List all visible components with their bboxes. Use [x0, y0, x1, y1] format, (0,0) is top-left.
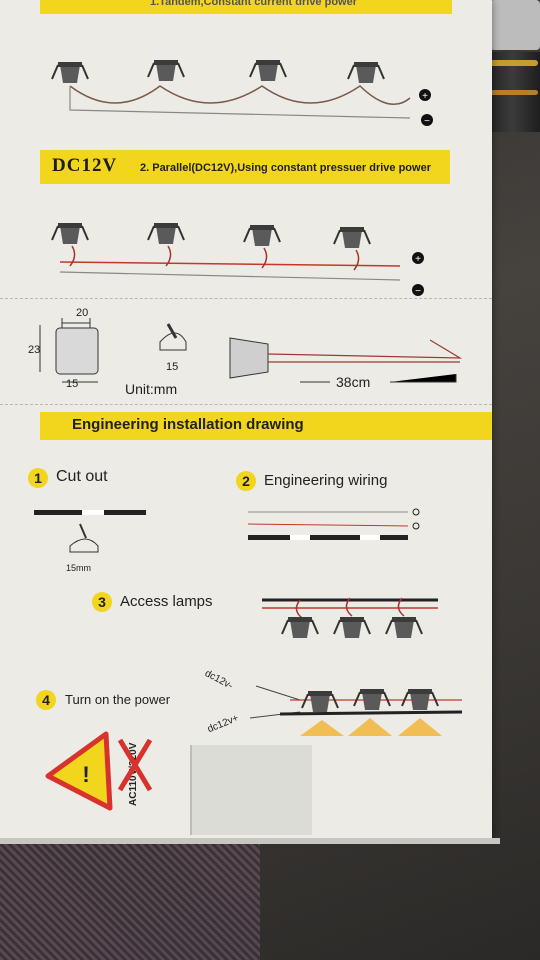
section2-description: 2. Parallel(DC12V),Using constant pressu…: [140, 162, 431, 174]
dim-width-bottom: 15: [66, 378, 79, 390]
plus-icon: [419, 89, 431, 101]
dim-cutout: 15: [166, 361, 179, 373]
dim-cable-length: 38cm: [336, 374, 371, 390]
step-label: Access lamps: [120, 593, 213, 610]
section2-voltage: DC12V: [52, 155, 118, 176]
top-banner: [40, 0, 452, 14]
dimension-drawing: [39, 318, 463, 383]
parallel-diagram: + −: [51, 222, 424, 297]
svg-text:+: +: [415, 254, 421, 265]
plus-symbol: +: [422, 91, 428, 102]
separator: [0, 298, 492, 299]
box-flap: [190, 745, 312, 835]
minus-symbol: −: [424, 116, 430, 127]
step-label: Turn on the power: [65, 692, 171, 707]
cutout-diagram: [34, 510, 146, 553]
minus-icon: [421, 114, 433, 126]
power-diagram: [249, 685, 463, 736]
svg-text:−: −: [415, 286, 421, 297]
svg-text:!: !: [82, 762, 89, 787]
step-number: 4: [36, 690, 56, 710]
separator: [0, 404, 492, 405]
minus-icon: [412, 284, 424, 296]
background-object: [490, 0, 540, 50]
fabric-cloth: [0, 835, 260, 960]
access-lamps-diagram: [262, 597, 438, 639]
step-label: Cut out: [56, 468, 108, 485]
step-number: 1: [28, 468, 48, 488]
section2-banner: [40, 150, 450, 184]
warning-icon: !: [45, 731, 153, 811]
engineering-title: Engineering installation drawing: [72, 416, 304, 433]
dim-unit: Unit:mm: [125, 381, 178, 397]
top-banner-text: 1.Tandem,Constant current drive power: [150, 0, 358, 8]
step-number: 2: [236, 471, 256, 491]
product-box: 1.Tandem,Constant current drive power DC…: [0, 0, 492, 838]
plus-icon: [412, 252, 424, 264]
wiring-diagram: [247, 508, 420, 540]
dim-width-top: 20: [76, 307, 89, 319]
dim-height: 23: [28, 344, 41, 356]
tandem-diagram: + −: [51, 59, 433, 127]
step-label: Engineering wiring: [264, 472, 388, 489]
engineering-banner: [40, 412, 492, 440]
cutout-size: 15mm: [66, 563, 92, 573]
step-number: 3: [92, 592, 112, 612]
box-edge: [0, 838, 500, 844]
